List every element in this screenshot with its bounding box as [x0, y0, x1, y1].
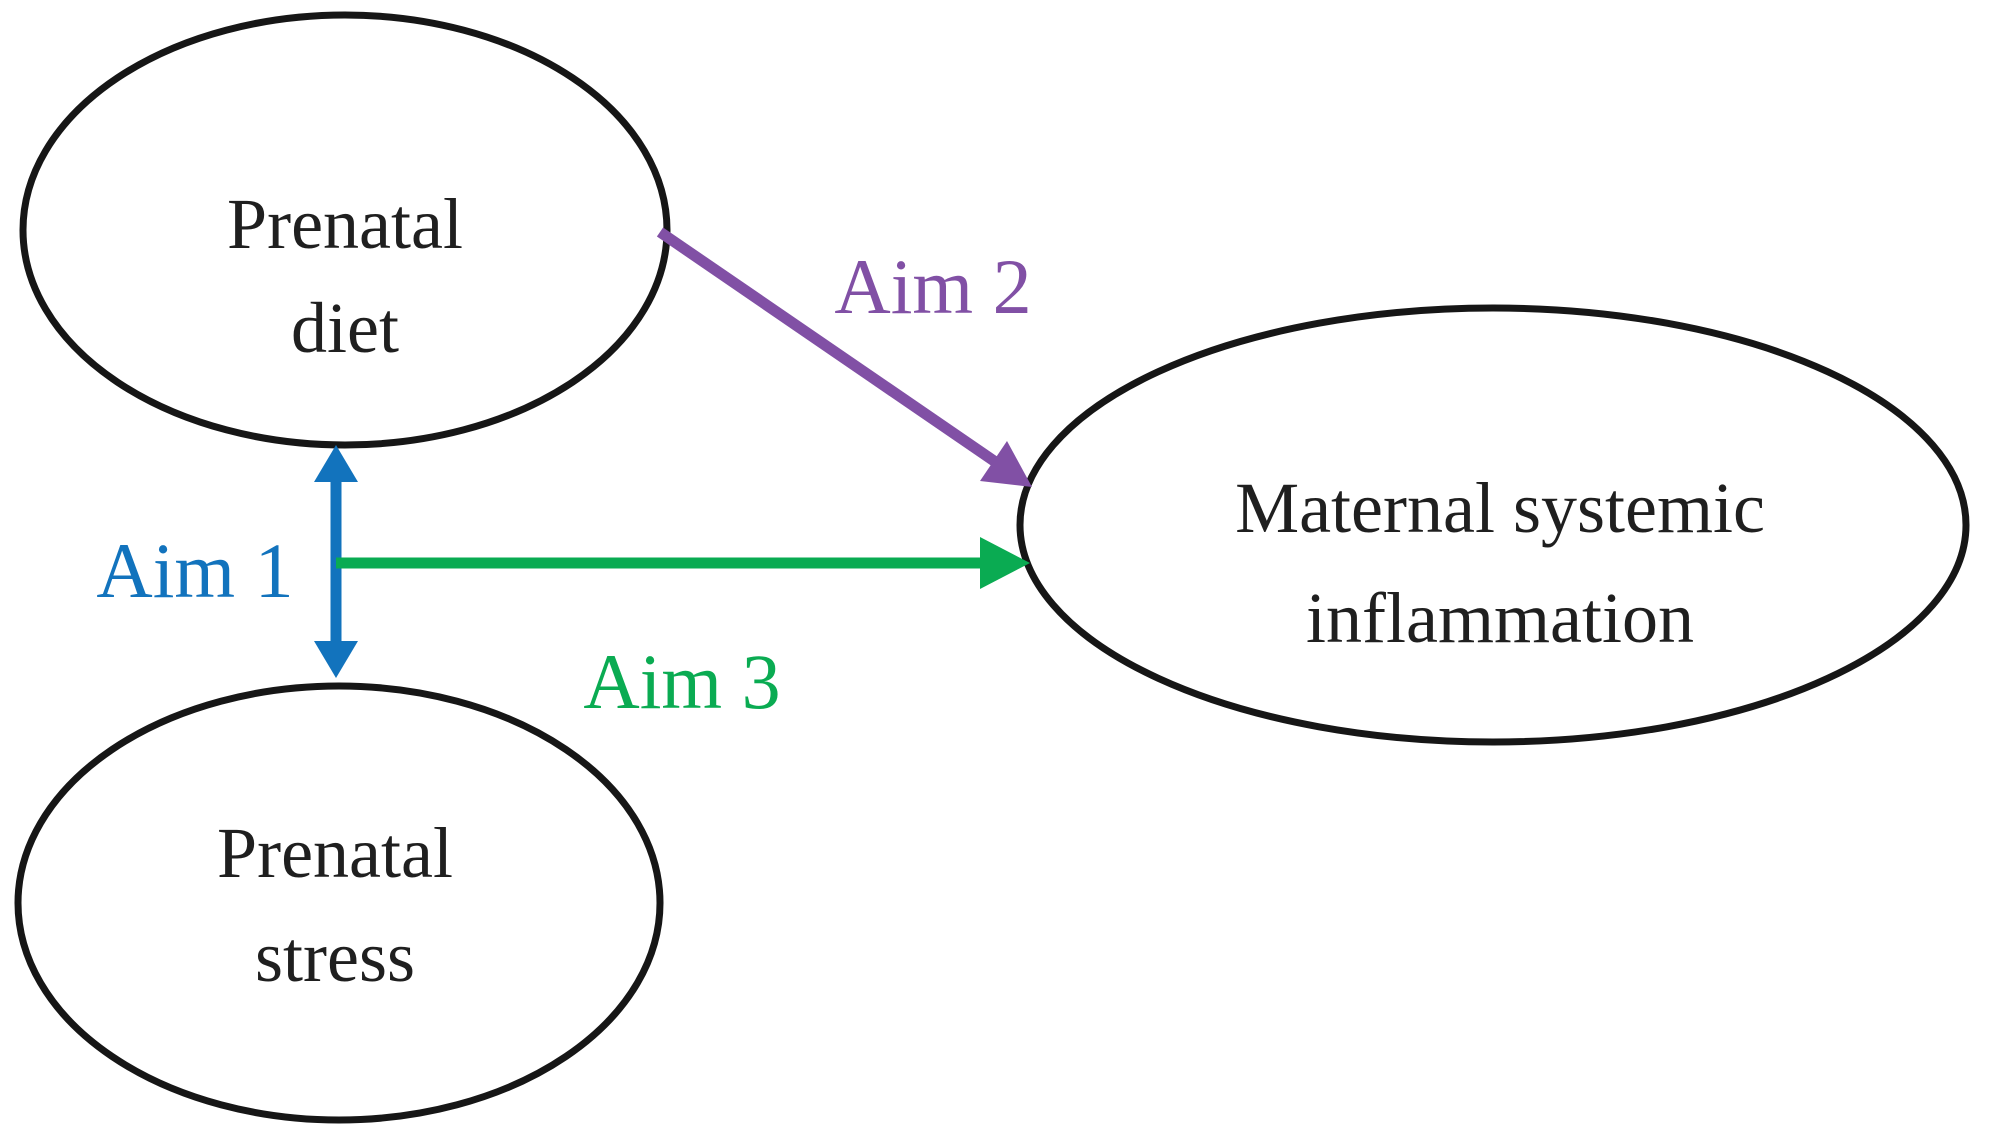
- aim2-arrow-shaft: [656, 227, 1001, 468]
- aim2-arrowhead-icon: [980, 441, 1032, 487]
- prenatal-stress-ellipse: [14, 682, 664, 1124]
- aim3-arrowhead-icon: [980, 537, 1030, 589]
- maternal-inflammation-label-line2: inflammation: [1306, 578, 1694, 658]
- aim1-label: Aim 1: [96, 527, 293, 614]
- prenatal-diet-ellipse: [19, 11, 671, 449]
- prenatal-stress-label-line2: stress: [255, 917, 415, 997]
- prenatal-diet-label-line2: diet: [291, 288, 399, 368]
- prenatal-stress-label-line1: Prenatal: [217, 813, 453, 893]
- aim1-arrowhead-down-icon: [314, 641, 358, 678]
- aim1-arrowhead-up-icon: [314, 445, 358, 482]
- maternal-inflammation-label-line1: Maternal systemic: [1235, 468, 1765, 548]
- prenatal-diet-label-line1: Prenatal: [227, 184, 463, 264]
- aim2-label: Aim 2: [834, 243, 1031, 330]
- aim3-label: Aim 3: [583, 638, 780, 725]
- maternal-inflammation-ellipse: [1016, 304, 1970, 746]
